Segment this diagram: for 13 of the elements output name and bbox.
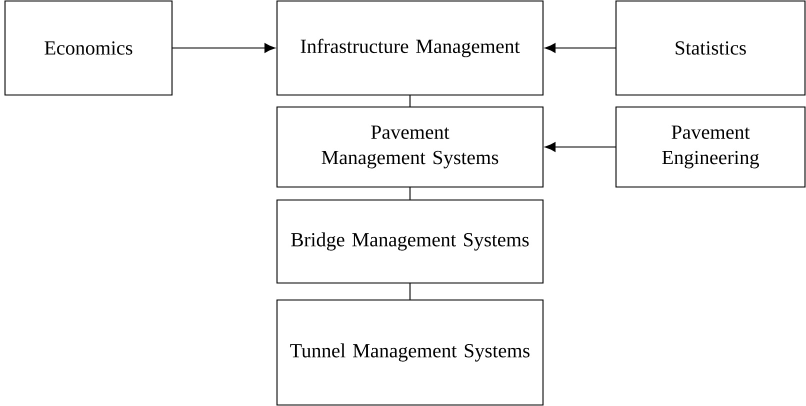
connector-line [409,188,411,200]
process-box: Bridge Management Systems [276,199,544,284]
process-box: Pavement Management Systems [276,106,544,188]
arrow [544,43,616,53]
process-box: Economics [4,0,173,96]
connector-line [409,96,411,106]
process-box: Infrastructure Management [276,0,544,96]
process-box: Pavement Engineering [615,106,806,188]
connector-line [409,284,411,300]
process-box: Tunnel Management Systems [276,299,544,406]
arrow [544,142,616,152]
process-box: Statistics [615,0,806,96]
arrow [172,43,276,53]
